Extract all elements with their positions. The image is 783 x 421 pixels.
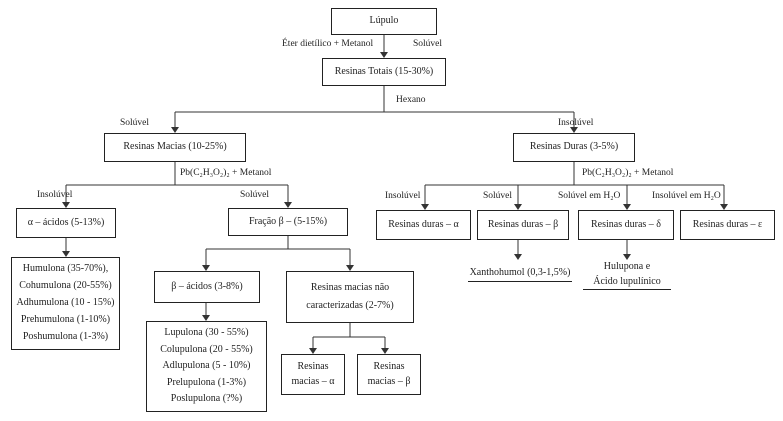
- list-item-prelupulona: Prelupulona (1-3%): [166, 376, 247, 388]
- label-hexano: Hexano: [396, 95, 426, 105]
- label-insoluvel-alfa: Insolúvel: [37, 190, 73, 200]
- box-humulonas-list: Humulona (35-70%), Cohumulona (20-55%) A…: [11, 257, 120, 350]
- list-item-adhumulona: Adhumulona (10 - 15%): [16, 297, 115, 309]
- label-pb-metanol-right: Pb(C₂H₃O₂)₂ + Metanol: [582, 168, 674, 178]
- list-item-colupulona: Colupulona (20 - 55%): [160, 343, 253, 355]
- list-item-cohumulona: Cohumulona (20-55%): [19, 280, 112, 292]
- box-macias-nao-caracterizadas: Resinas macias não caracterizadas (2-7%): [286, 271, 414, 323]
- macias-alfa-line2: macias – α: [291, 376, 335, 387]
- box-beta-acidos: β – ácidos (3-8%): [154, 271, 260, 303]
- box-resinas-duras: Resinas Duras (3-5%): [513, 133, 635, 162]
- box-resinas-macias: Resinas Macias (10-25%): [104, 133, 246, 162]
- label-soluvel-h2o: Solúvel em H₂O: [558, 191, 621, 201]
- macias-nao-caract-line2: caracterizadas (2-7%): [306, 299, 394, 311]
- box-resinas-totais: Resinas Totais (15-30%): [322, 58, 446, 86]
- label-insoluvel-duras: Insolúvel: [558, 118, 594, 128]
- label-insoluvel-h2o: Insolúvel em H₂O: [652, 191, 721, 201]
- label-pb-metanol-left: Pb(C₂H₃O₂)₂ + Metanol: [180, 168, 272, 178]
- list-item-humulona: Humulona (35-70%),: [22, 263, 109, 275]
- macias-nao-caract-line1: Resinas macias não: [310, 281, 390, 293]
- box-resinas-duras-beta: Resinas duras – β: [477, 210, 569, 240]
- hulupona-line1: Hulupona e: [603, 261, 651, 272]
- label-soluvel-duras-beta: Solúvel: [483, 191, 513, 201]
- label-insoluvel-duras-alfa: Insolúvel: [385, 191, 421, 201]
- box-resinas-duras-delta: Resinas duras – δ: [578, 210, 674, 240]
- box-alfa-acidos: α – ácidos (5-13%): [16, 208, 116, 238]
- box-resinas-duras-epsilon: Resinas duras – ε: [680, 210, 775, 240]
- box-resinas-macias-alfa: Resinas macias – α: [281, 354, 345, 395]
- macias-beta-line1: Resinas: [373, 360, 405, 372]
- text-hulupona-acido-lupulinico: Hulupona e Ácido lupulínico: [583, 260, 671, 290]
- label-soluvel-top: Solúvel: [413, 39, 443, 49]
- list-item-adlupulona: Adlupulona (5 - 10%): [162, 360, 251, 372]
- label-soluvel-macias: Solúvel: [120, 118, 150, 128]
- box-fracao-beta: Fração β – (5-15%): [228, 208, 348, 236]
- list-item-poshumulona: Poshumulona (1-3%): [22, 331, 109, 343]
- text-xanthohumol: Xanthohumol (0,3-1,5%): [468, 266, 572, 282]
- hulupona-line2: Ácido lupulínico: [593, 275, 661, 287]
- box-resinas-duras-alfa: Resinas duras – α: [376, 210, 471, 240]
- label-soluvel-beta: Solúvel: [240, 190, 270, 200]
- list-item-prehumulona: Prehumulona (1-10%): [20, 314, 111, 326]
- label-eter-metanol: Éter dietílico + Metanol: [282, 39, 374, 49]
- box-lupulonas-list: Lupulona (30 - 55%) Colupulona (20 - 55%…: [146, 321, 267, 412]
- macias-alfa-line1: Resinas: [297, 360, 329, 372]
- list-item-lupulona: Lupulona (30 - 55%): [164, 327, 249, 339]
- box-lupulo: Lúpulo: [331, 8, 437, 35]
- box-resinas-macias-beta: Resinas macias – β: [357, 354, 421, 395]
- macias-beta-line2: macias – β: [367, 376, 411, 387]
- list-item-poslupulona: Poslupulona (?%): [170, 393, 243, 405]
